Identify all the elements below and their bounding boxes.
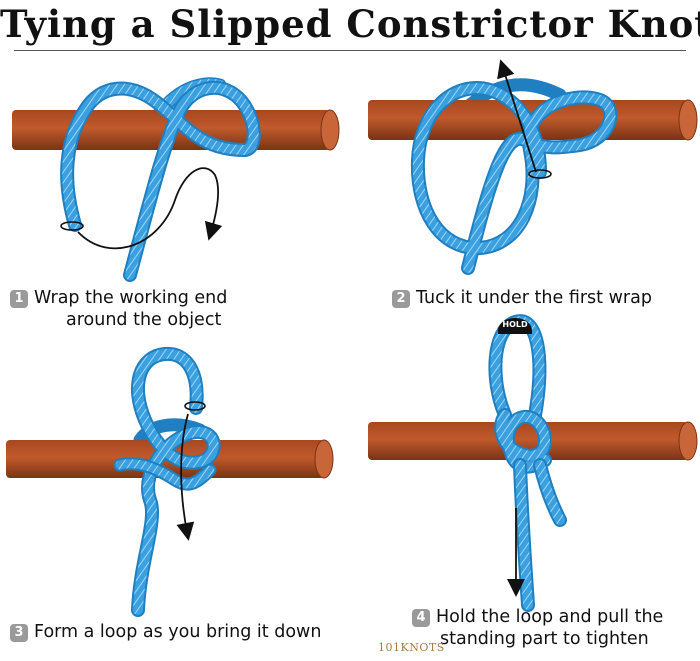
title-divider — [14, 50, 686, 51]
step-number-badge: 4 — [412, 609, 430, 627]
step1-illustration — [12, 77, 340, 282]
step4-line1: Hold the loop and pull the — [436, 607, 664, 627]
step4-caption: 4 Hold the loop and pull the standing par… — [412, 606, 663, 650]
step1-caption: 1 Wrap the working end around the object — [10, 287, 227, 331]
step3-caption: 3 Form a loop as you bring it down — [10, 621, 321, 643]
step4-line2: standing part to tighten — [440, 629, 649, 649]
step4-illustration: HOLD — [368, 314, 698, 612]
hold-badge — [498, 318, 532, 334]
step1-line2: around the object — [66, 310, 222, 330]
step-number-badge: 2 — [392, 290, 410, 308]
step-number-badge: 3 — [10, 624, 28, 642]
pole — [368, 422, 688, 460]
step2-caption: 2 Tuck it under the first wrap — [392, 287, 652, 309]
page-title: Tying a Slipped Constrictor Knot — [0, 2, 700, 46]
step2-illustration — [368, 59, 698, 275]
step3-line1: Form a loop as you bring it down — [34, 622, 322, 642]
hold-label: HOLD — [502, 320, 528, 329]
step-number-badge: 1 — [10, 290, 28, 308]
step1-line1: Wrap the working end — [34, 288, 228, 308]
step3-illustration — [6, 346, 334, 617]
step2-line1: Tuck it under the first wrap — [416, 288, 652, 308]
site-logo: 101KNOTS — [378, 641, 445, 654]
